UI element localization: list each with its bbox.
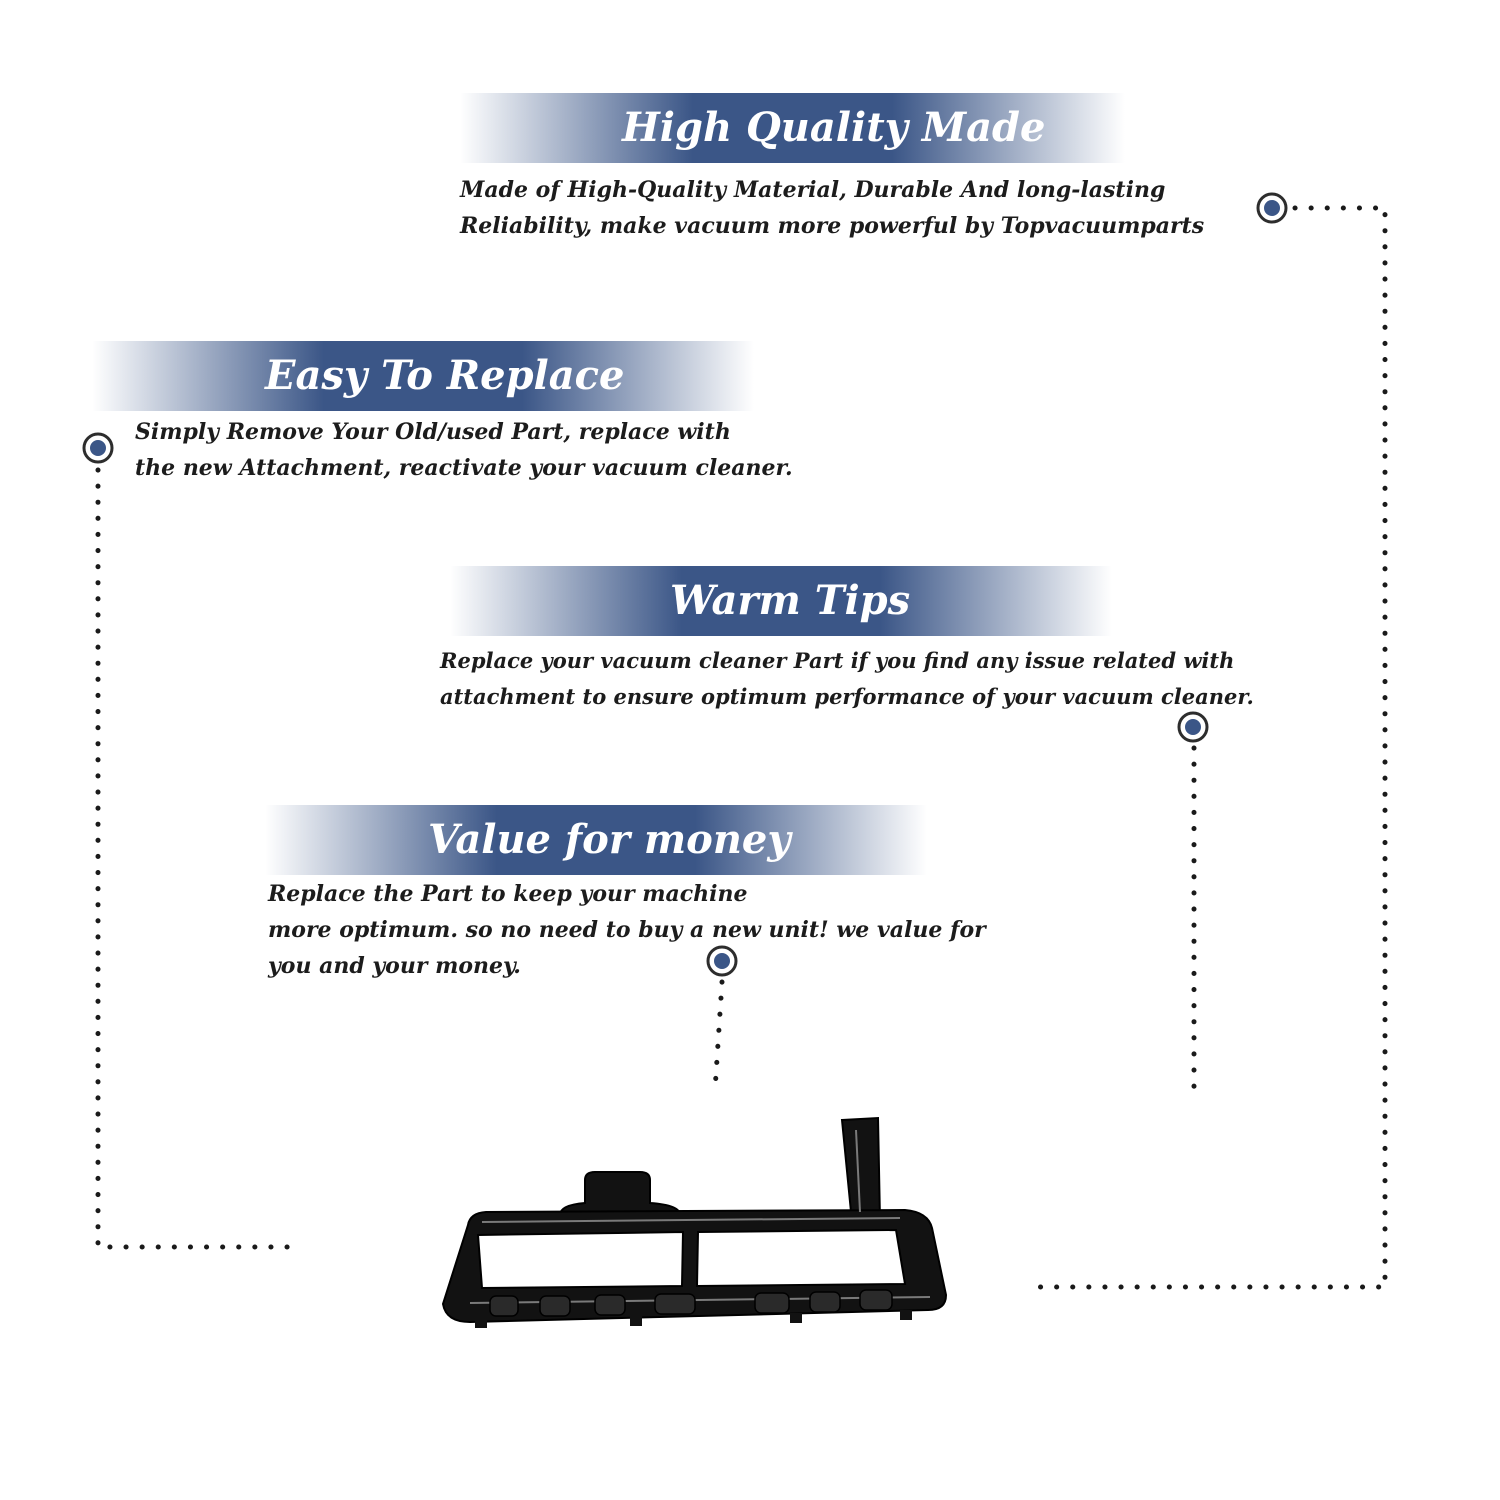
section-description: Replace the Part to keep your machine mo… — [268, 876, 986, 984]
section-description: Replace your vacuum cleaner Part if you … — [440, 643, 1254, 715]
description-line: Replace the Part to keep your machine — [268, 881, 748, 907]
description-line: the new Attachment, reactivate your vacu… — [135, 455, 793, 481]
connector-line-value-money — [712, 979, 725, 1093]
target-marker-icon — [1177, 711, 1209, 743]
section-description: Simply Remove Your Old/used Part, replac… — [135, 414, 793, 486]
description-line: you and your money. — [268, 953, 521, 979]
target-marker-icon — [82, 432, 114, 464]
section-description: Made of High-Quality Material, Durable A… — [460, 172, 1204, 244]
description-line: Reliability, make vacuum more powerful b… — [460, 213, 1205, 239]
connector-line-high-quality — [1027, 205, 1388, 1290]
target-marker-icon — [1256, 192, 1288, 224]
description-line: Replace your vacuum cleaner Part if you … — [440, 648, 1235, 673]
section-title: Value for money — [428, 816, 791, 863]
section-title: High Quality Made — [622, 104, 1046, 151]
description-line: more optimum. so no need to buy a new un… — [268, 917, 986, 943]
description-line: Simply Remove Your Old/used Part, replac… — [135, 419, 731, 445]
target-marker-icon — [706, 945, 738, 977]
connector-line-easy-replace — [95, 467, 295, 1250]
banner-easy-replace: Easy To Replace — [92, 341, 754, 411]
banner-warm-tips: Warm Tips — [450, 566, 1112, 636]
description-line: attachment to ensure optimum performance… — [440, 684, 1254, 709]
section-title: Easy To Replace — [265, 352, 625, 399]
banner-value-money: Value for money — [265, 805, 927, 875]
section-title: Warm Tips — [670, 577, 911, 624]
banner-high-quality: High Quality Made — [460, 93, 1125, 163]
description-line: Made of High-Quality Material, Durable A… — [460, 177, 1166, 203]
